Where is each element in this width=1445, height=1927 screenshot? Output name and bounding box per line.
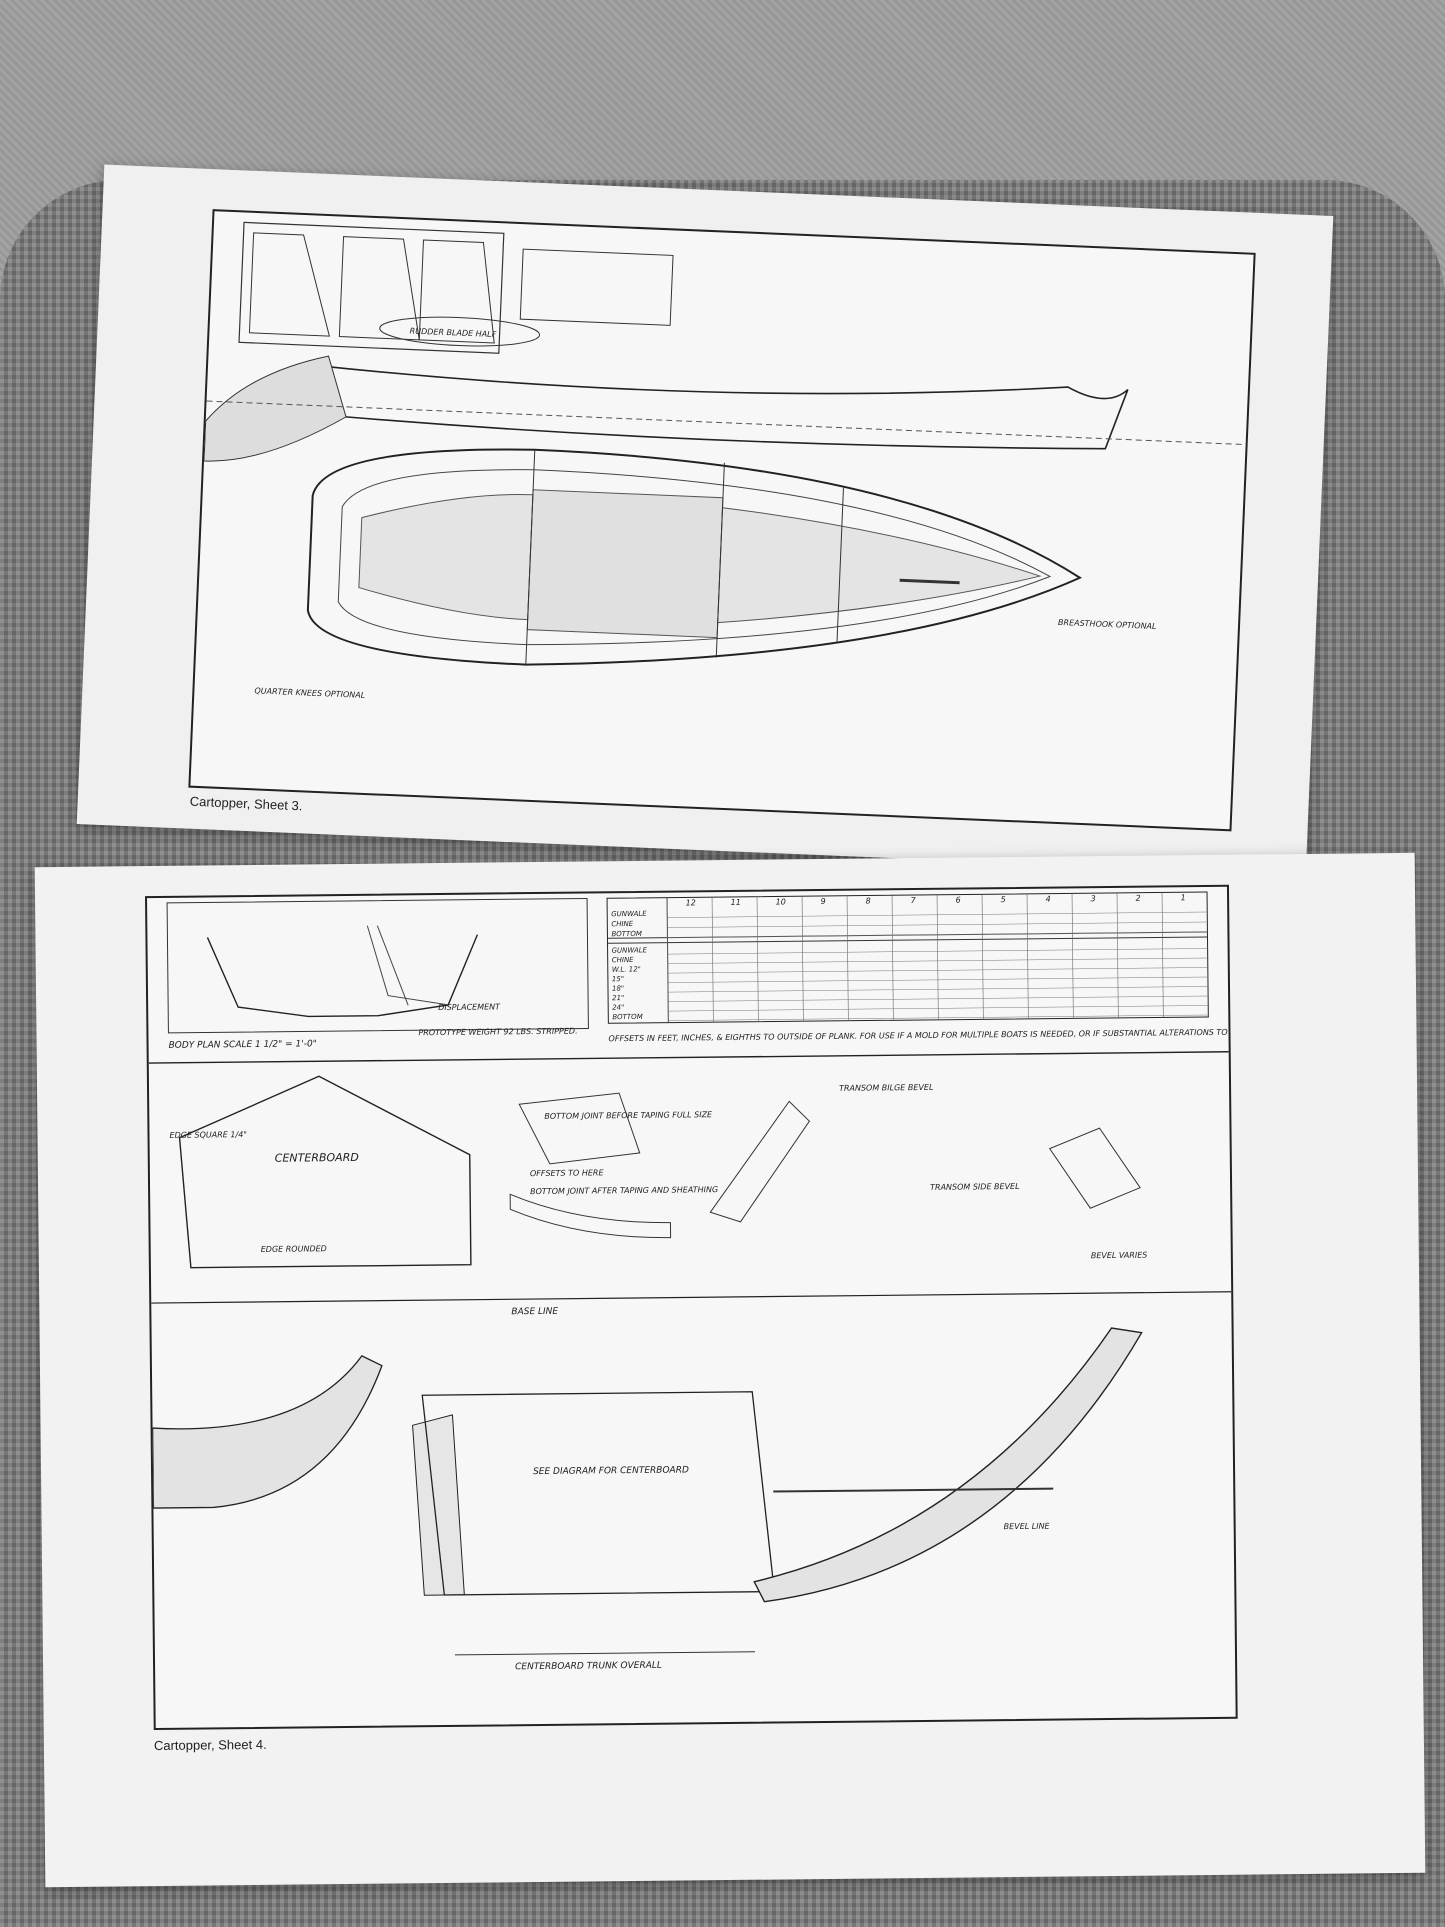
table-column-rule <box>1116 892 1119 1018</box>
station-label: 2 <box>1136 894 1141 903</box>
rudder-blade-label: RUDDER BLADE HALF <box>409 326 496 339</box>
offsets-table: 12 11 10 9 8 7 6 5 4 3 2 1 GUNWALE CHINE BOTTOM GUNWAL… <box>606 891 1209 1024</box>
table-column-rule <box>801 896 804 1022</box>
table-row-label: GUNWALE <box>611 910 647 918</box>
table-row-label: 21" <box>612 994 624 1002</box>
station-label: 8 <box>866 897 871 906</box>
station-label: 4 <box>1046 895 1051 904</box>
station-label: 3 <box>1091 894 1096 903</box>
table-row-label: W.L. 12" <box>612 965 641 973</box>
station-label: 12 <box>686 898 696 907</box>
table-row-rule <box>668 1005 1209 1012</box>
drawing-frame-sheet-3: RUDDER BLADE HALF BREASTHOOK OPTIONAL QU… <box>188 209 1256 832</box>
table-row-label: BOTTOM <box>612 1013 643 1021</box>
table-row-label: 15" <box>612 975 624 983</box>
transom-bilge-bevel-label: TRANSOM BILGE BEVEL <box>839 1083 933 1093</box>
table-row-rule <box>667 976 1208 983</box>
station-label: 1 <box>1181 893 1186 902</box>
prototype-weight-label: PROTOTYPE WEIGHT 92 LBS. STRIPPED. <box>418 1027 577 1038</box>
see-diagram-label: SEE DIAGRAM FOR CENTERBOARD <box>533 1465 689 1477</box>
table-column-rule <box>711 897 714 1023</box>
bottom-joint-after-label: BOTTOM JOINT AFTER TAPING AND SHEATHING <box>530 1185 718 1196</box>
bevel-line-label: BEVEL LINE <box>1004 1522 1051 1531</box>
table-column-rule <box>891 895 894 1021</box>
boat-plan-drawing-sheet-4: BODY PLAN SCALE 1 1/2" = 1'-0" DISPLACEM… <box>148 891 1236 1673</box>
table-column-rule <box>936 894 939 1020</box>
edge-rounded-label: EDGE ROUNDED <box>261 1244 327 1254</box>
table-row-rule <box>668 995 1209 1002</box>
table-column-rule <box>1071 893 1074 1019</box>
table-row-rule <box>668 986 1209 993</box>
page-sheet-3: RUDDER BLADE HALF BREASTHOOK OPTIONAL QU… <box>76 164 1334 876</box>
table-row-rule <box>667 948 1208 955</box>
table-row-label: GUNWALE <box>612 946 648 954</box>
table-row-rule <box>667 931 1208 938</box>
offsets-note: OFFSETS IN FEET, INCHES, & EIGHTHS TO OU… <box>608 1026 1235 1043</box>
table-row-label: CHINE <box>611 920 634 928</box>
table-row-label: 18" <box>612 985 624 993</box>
table-row-label: 24" <box>612 1004 624 1012</box>
table-column-rule <box>846 895 849 1021</box>
centerboard-trunk-label: CENTERBOARD TRUNK OVERALL <box>515 1661 662 1673</box>
offsets-to-here-label: OFFSETS TO HERE <box>530 1168 605 1178</box>
centerboard-label: CENTERBOARD <box>275 1151 359 1165</box>
table-row-rule <box>667 921 1208 928</box>
displacement-label: DISPLACEMENT <box>438 1002 501 1012</box>
table-row-rule <box>667 911 1208 918</box>
station-label: 11 <box>731 898 741 907</box>
table-row-rule <box>668 1014 1209 1021</box>
boat-plan-drawing-sheet-3: RUDDER BLADE HALF BREASTHOOK OPTIONAL QU… <box>203 221 1246 700</box>
table-row-label: CHINE <box>612 956 635 964</box>
station-label: 6 <box>956 896 961 905</box>
page-sheet-4: BODY PLAN SCALE 1 1/2" = 1'-0" DISPLACEM… <box>34 852 1426 1888</box>
table-column-rule <box>756 896 759 1022</box>
station-label: 5 <box>1001 895 1006 904</box>
sheet-4-caption: Cartopper, Sheet 4. <box>153 1736 267 1754</box>
edge-square-label: EDGE SQUARE 1/4" <box>169 1130 247 1140</box>
station-label: 10 <box>776 897 786 906</box>
table-row-rule <box>667 957 1208 964</box>
table-column-rule <box>1026 893 1029 1019</box>
bevel-varies-label: BEVEL VARIES <box>1091 1251 1148 1261</box>
station-label: 9 <box>821 897 826 906</box>
transom-side-bevel-label: TRANSOM SIDE BEVEL <box>930 1182 1020 1192</box>
body-plan-label: BODY PLAN SCALE 1 1/2" = 1'-0" <box>169 1039 317 1051</box>
table-row-label: BOTTOM <box>611 930 642 938</box>
breasthook-label: BREASTHOOK OPTIONAL <box>1058 618 1157 631</box>
drawing-frame-sheet-4: BODY PLAN SCALE 1 1/2" = 1'-0" DISPLACEM… <box>145 884 1238 1731</box>
table-row-rule <box>667 967 1208 974</box>
station-label: 7 <box>911 896 917 905</box>
table-column-rule <box>1161 892 1164 1018</box>
sheet-3-caption: Cartopper, Sheet 3. <box>189 793 303 814</box>
quarter-knees-label: QUARTER KNEES OPTIONAL <box>254 686 365 700</box>
base-line-label: BASE LINE <box>511 1307 558 1317</box>
bottom-joint-before-label: BOTTOM JOINT BEFORE TAPING FULL SIZE <box>544 1110 713 1121</box>
table-column-rule <box>981 894 984 1020</box>
